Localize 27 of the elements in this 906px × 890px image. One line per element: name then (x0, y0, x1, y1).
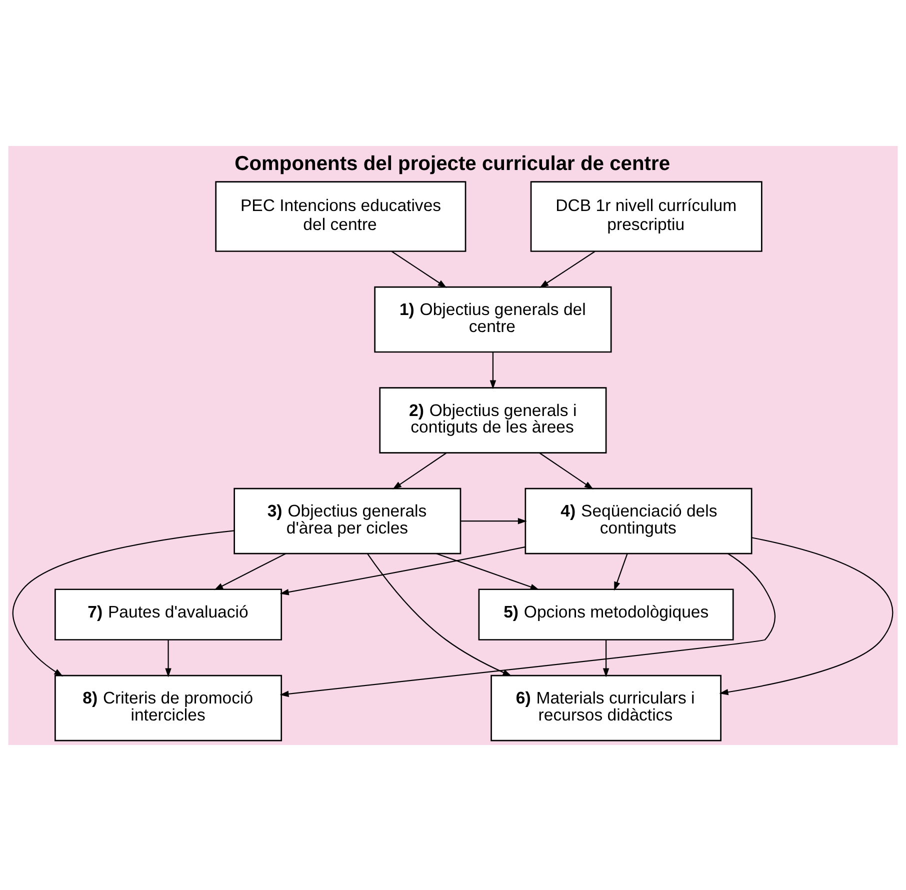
node-box: DCB 1r nivell currículum prescriptiu (530, 180, 762, 252)
node-box: PEC Intencions educatives del centre (215, 180, 466, 252)
node-box: 4) Seqüenciació dels continguts (524, 487, 752, 554)
arrow (602, 640, 610, 677)
node-box: 1) Objectius generals del centre (374, 286, 612, 352)
arrow (12, 530, 234, 676)
arrow (392, 452, 447, 489)
arrow (539, 452, 594, 489)
arrow (436, 552, 540, 590)
node-box: 5) Opcions metodològiques (478, 588, 734, 640)
arrow (614, 552, 628, 590)
arrow (392, 250, 447, 288)
diagram-title: Components del projecte curricular de centre (234, 152, 670, 174)
arrow (367, 552, 512, 676)
arrow (460, 517, 527, 524)
arrow (280, 552, 776, 696)
arrow (719, 536, 893, 695)
node-box: 2) Objectius generals i contiguts de les àrees (379, 386, 607, 453)
node-box: 8) Criteris de promoció intercicles (54, 674, 282, 741)
arrow (280, 546, 526, 595)
arrow (165, 640, 172, 677)
node-box: 6) Materials curriculars i recursos didàctics (490, 674, 722, 741)
arrow (540, 250, 596, 288)
node-box: 7) Pautes d'avaluació (54, 588, 282, 640)
arrow (490, 352, 496, 389)
node-box: 3) Objectius generals d'àrea per cicles (234, 487, 462, 554)
arrow (214, 552, 286, 590)
